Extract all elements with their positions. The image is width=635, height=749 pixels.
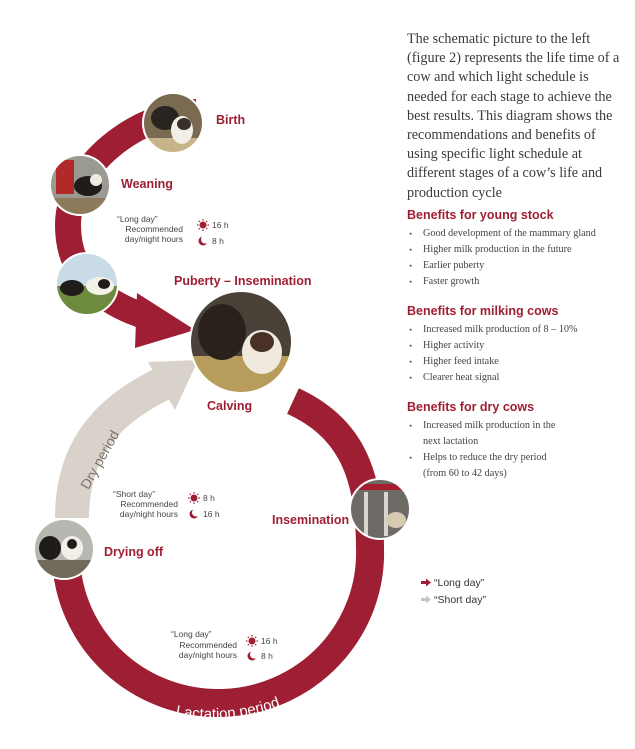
schedule-lactation-day-hours: 16 h	[261, 636, 278, 646]
moon-icon	[247, 650, 258, 661]
drying-off-label: Drying off	[104, 545, 164, 559]
legend-long-day-arrow-icon	[421, 578, 431, 587]
list-item: Increased milk production of 8 – 10%	[407, 322, 632, 338]
schedule-dry-day-hours: 8 h	[203, 493, 215, 503]
birth-label: Birth	[216, 113, 245, 127]
birth-photo	[142, 92, 204, 154]
benefits-dry-cows-title: Benefits for dry cows	[407, 400, 535, 414]
schedule-dry-period: “Short day” Recommended day/night hours …	[113, 489, 220, 519]
schedule-dry-name: “Short day”	[113, 489, 155, 499]
dry-period-arrowhead	[148, 360, 198, 410]
benefits-young-stock-title: Benefits for young stock	[407, 208, 554, 222]
list-item: Helps to reduce the dry period	[407, 450, 632, 466]
list-item: Higher feed intake	[407, 354, 632, 370]
calving-photo	[189, 290, 293, 394]
schedule-lactation-rec1: Recommended	[179, 640, 237, 650]
schedule-young-name: “Long day”	[117, 214, 158, 224]
list-item: Higher milk production in the future	[407, 242, 632, 258]
legend-short-day-arrow-icon	[421, 595, 431, 604]
legend-short-day-label: “Short day”	[434, 594, 486, 606]
young-stock-arrowhead	[135, 293, 195, 348]
dry-period-arc	[55, 366, 174, 519]
drying-off-photo	[33, 518, 95, 580]
schedule-lactation-night-hours: 8 h	[261, 651, 273, 661]
schedule-young-day-hours: 16 h	[212, 220, 229, 230]
weaning-photo	[49, 154, 111, 216]
insemination-photo	[349, 478, 411, 540]
list-item: Good development of the mammary gland	[407, 226, 632, 242]
list-item: Earlier puberty	[407, 258, 632, 274]
sun-icon	[246, 635, 258, 647]
list-item: (from 60 to 42 days)	[423, 468, 507, 479]
moon-icon	[189, 508, 200, 519]
legend-long-day-label: “Long day”	[434, 577, 485, 589]
sun-icon	[197, 219, 209, 231]
description-paragraph: The schematic picture to the left (figur…	[407, 31, 620, 201]
sun-icon	[188, 492, 200, 504]
list-item: Increased milk production in the	[407, 418, 632, 434]
schedule-dry-night-hours: 16 h	[203, 509, 220, 519]
schedule-young-night-hours: 8 h	[212, 236, 224, 246]
calving-label: Calving	[207, 399, 252, 413]
schedule-young-stock: “Long day” Recommended day/night hours 1…	[117, 214, 229, 246]
schedule-dry-rec1: Recommended	[120, 499, 178, 509]
insemination-label: Insemination	[272, 513, 349, 527]
benefits-milking-cows: Benefits for milking cows Increased milk…	[407, 304, 632, 386]
schedule-lactation-rec2: day/night hours	[179, 650, 237, 660]
list-item: Faster growth	[407, 274, 632, 290]
list-item: next lactation	[423, 436, 479, 447]
schedule-dry-rec2: day/night hours	[120, 509, 178, 519]
schedule-young-rec2: day/night hours	[125, 234, 183, 244]
moon-icon	[198, 235, 209, 246]
schedule-lactation: “Long day” Recommended day/night hours 1…	[171, 629, 278, 661]
list-item: Clearer heat signal	[407, 370, 632, 386]
schedule-lactation-name: “Long day”	[171, 629, 212, 639]
weaning-label: Weaning	[121, 177, 173, 191]
list-item: Higher activity	[407, 338, 632, 354]
schedule-young-rec1: Recommended	[125, 224, 183, 234]
benefits-milking-cows-title: Benefits for milking cows	[407, 304, 559, 318]
benefits-young-stock: Benefits for young stock Good developmen…	[407, 208, 632, 290]
benefits-dry-cows: Benefits for dry cows Increased milk pro…	[407, 400, 632, 482]
puberty-insemination-label: Puberty – Insemination	[174, 274, 312, 288]
